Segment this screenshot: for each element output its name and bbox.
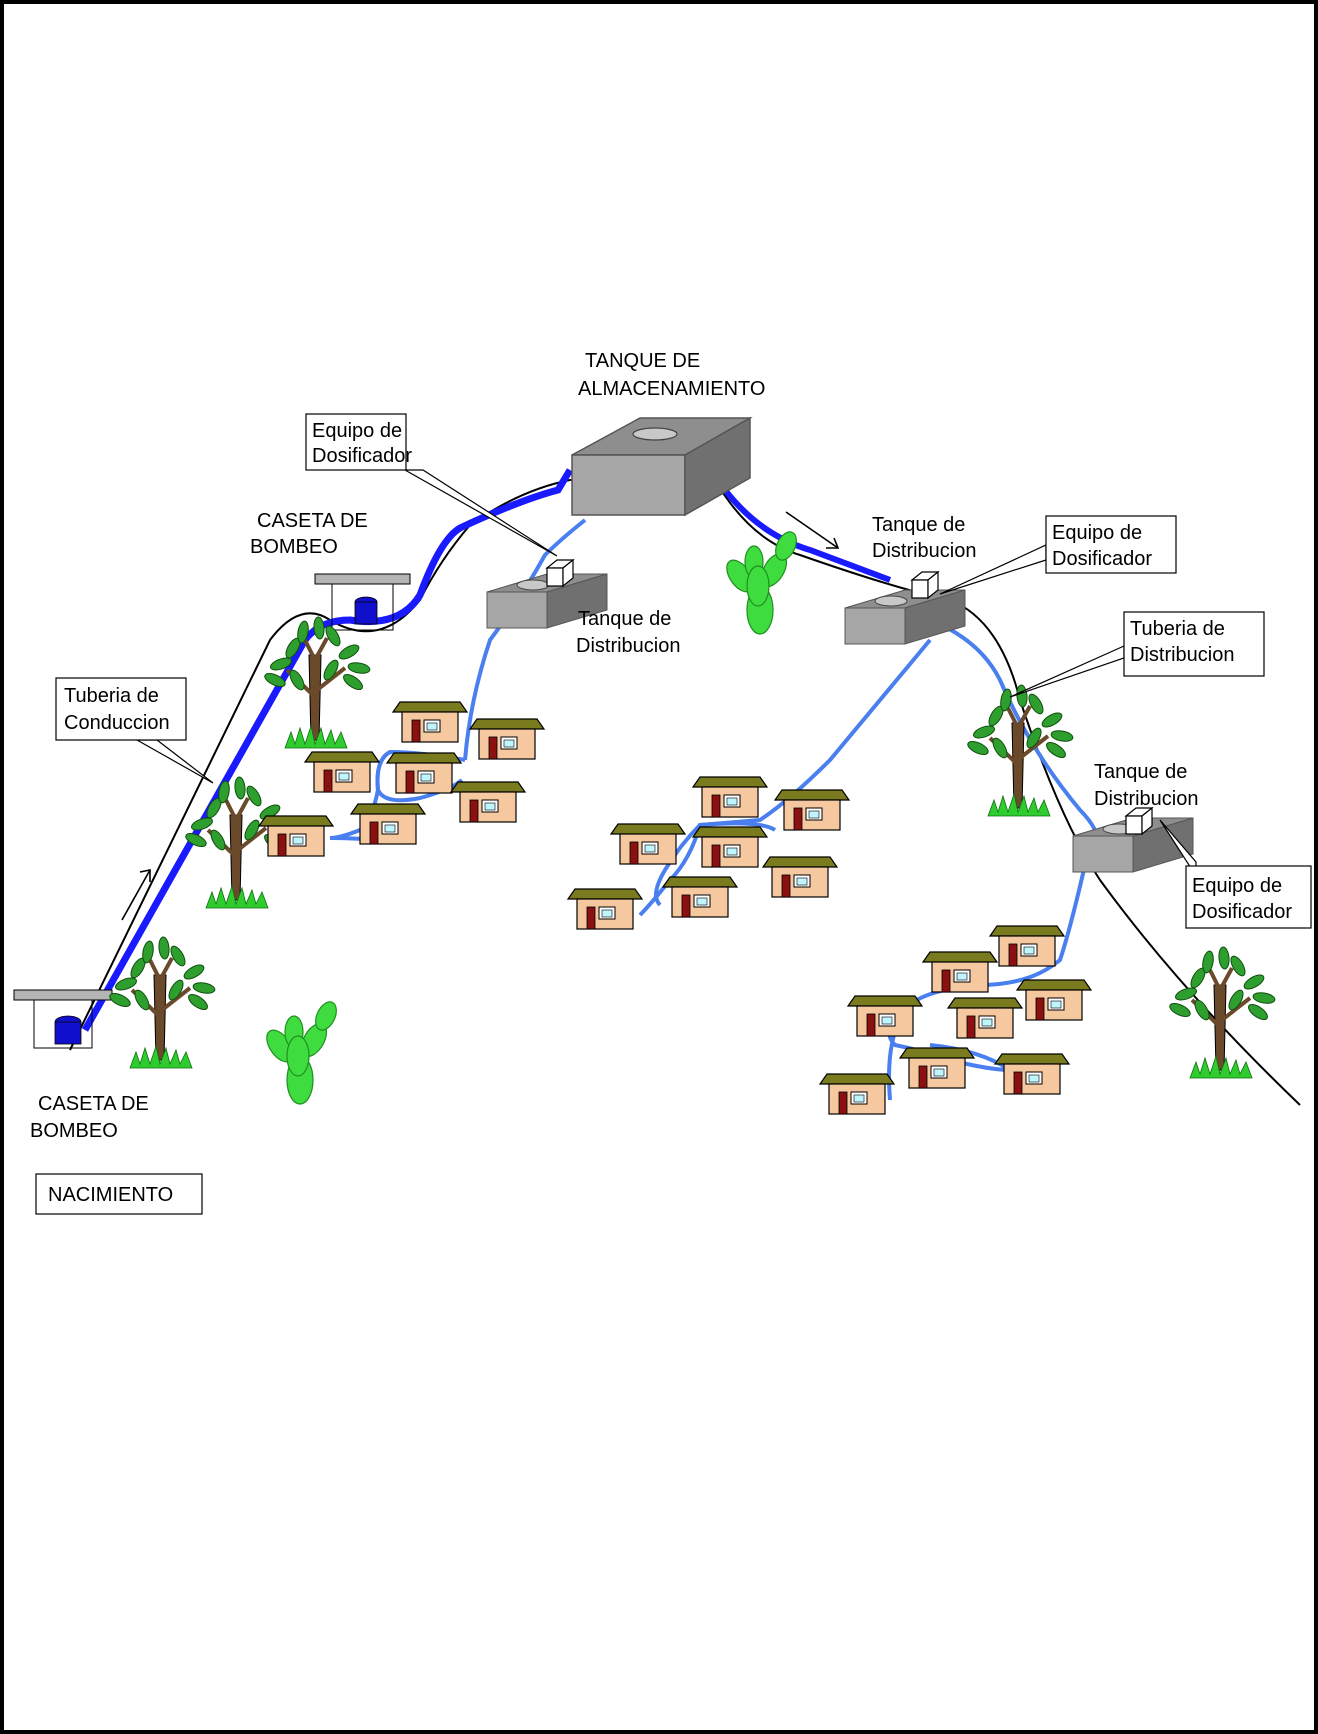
distribution-tank-2 [844, 589, 966, 645]
pump-house-lower [13, 989, 113, 1049]
dosifier-box-1-line-2: Dosificador [312, 445, 412, 467]
houses-right [819, 925, 1092, 1115]
storage-tank-label-1: TANQUE DE [585, 350, 700, 372]
distribution-pipe-box-line-2: Distribucion [1130, 644, 1234, 666]
dist-tank-1-label-1: Tanque de [578, 608, 671, 630]
distribution-pipe-box-line-1: Tuberia de [1130, 618, 1225, 640]
conduction-pipe [81, 468, 574, 1032]
tree [1168, 947, 1276, 1078]
callout-leaders [134, 469, 1197, 879]
dosifier-box-1-line-1: Equipo de [312, 420, 402, 442]
pump-house-upper-label-1: CASETA DE [257, 510, 368, 532]
dist-tank-3-label-1: Tanque de [1094, 761, 1187, 783]
storage-tank [571, 416, 753, 517]
houses-center [567, 776, 850, 930]
conduction-pipe-box-frame [55, 677, 187, 741]
dosifier-box-2-line-1: Equipo de [1052, 522, 1142, 544]
pump-house-lower-label-2: BOMBEO [30, 1120, 118, 1142]
dist-tank-1-label-2: Distribucion [576, 635, 680, 657]
dosifier-box-3-line-2: Dosificador [1192, 901, 1292, 923]
conduction-pipe-box-line-1: Tuberia de [64, 685, 159, 707]
dosifier-box-3-frame [1185, 865, 1312, 929]
dosifier-box-1-frame [305, 413, 407, 471]
conduction-pipe-right [722, 488, 892, 583]
spring-box-frame [35, 1173, 203, 1215]
dosifier-box-3-line-1: Equipo de [1192, 875, 1282, 897]
tree [263, 617, 371, 748]
dist-tank-2-label-2: Distribucion [872, 540, 976, 562]
storage-tank-label-2: ALMACENAMIENTO [578, 378, 765, 400]
conduction-pipe-box-line-2: Conduccion [64, 712, 170, 734]
pump-house-upper [314, 573, 411, 631]
flow-arrow-right [785, 511, 840, 549]
distribution-pipe-box-frame [1123, 611, 1265, 677]
terrain-profile [69, 479, 1301, 1106]
flow-arrow-up [121, 869, 151, 921]
pump-house-lower-label-1: CASETA DE [38, 1093, 149, 1115]
houses-left [258, 701, 545, 857]
cactus [720, 528, 802, 635]
tree [966, 685, 1074, 816]
dosifier-box-2-frame [1045, 515, 1177, 574]
dosifier-box-2-line-2: Dosificador [1052, 548, 1152, 570]
dist-tank-3-label-2: Distribucion [1094, 788, 1198, 810]
pump-house-upper-label-2: BOMBEO [250, 536, 338, 558]
spring-label: NACIMIENTO [48, 1184, 173, 1206]
cactus [260, 998, 342, 1105]
dist-tank-2-label-1: Tanque de [872, 514, 965, 536]
